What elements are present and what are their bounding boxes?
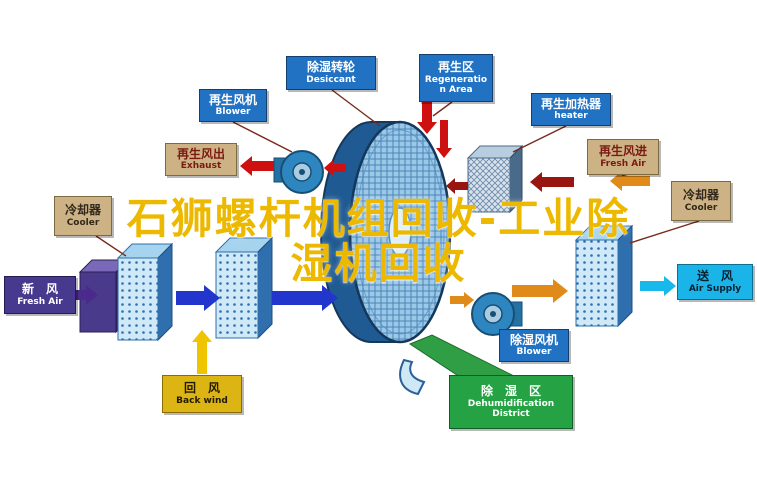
label-dehumid-district-en: Dehumidification District <box>467 398 555 419</box>
desiccant-wheel <box>320 120 452 344</box>
label-dehumid-district: 除 湿 区 Dehumidification District <box>449 375 573 429</box>
label-back-wind: 回 风 Back wind <box>162 375 242 413</box>
label-regen-fresh-air-en: Fresh Air <box>600 158 646 169</box>
label-exhaust-zh: 再生风出 <box>176 146 225 161</box>
process-air-arrow-1 <box>176 285 220 311</box>
heater-to-wheel-arrow <box>446 178 468 194</box>
wheel-hub <box>388 207 412 257</box>
label-air-supply-zh: 送 风 <box>696 269 733 284</box>
label-exhaust-en: Exhaust <box>180 161 222 172</box>
dehumid-blower-fan <box>471 292 523 336</box>
label-desiccant-zh: 除湿转轮 <box>306 60 355 75</box>
label-desiccant: 除湿转轮 Desiccant <box>286 56 376 90</box>
label-air-supply: 送 风 Air Supply <box>677 264 753 300</box>
dry-air-arrow-small <box>450 292 474 308</box>
label-cooler-right: 冷却器 Cooler <box>671 181 731 221</box>
regen-blower-fan <box>273 150 324 194</box>
label-regen-blower-zh: 再生风机 <box>208 92 257 107</box>
label-dehumid-blower: 除湿风机 Blower <box>499 329 569 362</box>
label-back-wind-en: Back wind <box>176 395 228 406</box>
label-regeneration-area: 再生区 Regeneration Area <box>419 54 493 102</box>
label-back-wind-zh: 回 风 <box>183 381 220 396</box>
label-cooler-left: 冷却器 Cooler <box>54 196 112 236</box>
label-regeneration-area-en: Regeneration Area <box>424 74 488 95</box>
label-cooler-right-en: Cooler <box>684 202 718 213</box>
wheel-to-fan-arrow <box>324 160 346 176</box>
supply-air-arrow <box>512 279 568 303</box>
label-fresh-air: 新 风 Fresh Air <box>4 276 76 314</box>
label-dehumid-district-zh: 除 湿 区 <box>480 384 541 399</box>
process-air-arrow-2 <box>272 285 338 311</box>
label-dehumid-blower-zh: 除湿风机 <box>509 332 558 347</box>
leader-lines <box>95 89 700 346</box>
label-regen-blower-en: Blower <box>215 107 251 118</box>
label-regen-fresh-air: 再生风进 Fresh Air <box>587 139 659 175</box>
label-regen-fresh-air-zh: 再生风进 <box>598 144 647 159</box>
regen-down-arrow-2 <box>436 120 452 158</box>
regen-heater-box <box>466 144 524 214</box>
air-supply-out-arrow <box>640 276 676 296</box>
label-regeneration-area-zh: 再生区 <box>437 60 474 75</box>
label-cooler-left-zh: 冷却器 <box>64 203 101 218</box>
label-regen-heater-zh: 再生加热器 <box>540 96 601 111</box>
label-air-supply-en: Air Supply <box>688 283 742 294</box>
mixing-coil <box>214 236 274 340</box>
label-regen-heater: 再生加热器 heater <box>531 93 611 126</box>
label-fresh-air-en: Fresh Air <box>17 296 63 307</box>
return-air-arrow <box>192 330 212 374</box>
label-exhaust: 再生风出 Exhaust <box>165 143 237 176</box>
label-cooler-right-zh: 冷却器 <box>682 188 719 203</box>
after-cooler-coil <box>574 224 634 328</box>
label-desiccant-en: Desiccant <box>306 74 356 85</box>
exhaust-arrow <box>240 156 274 176</box>
label-cooler-left-en: Cooler <box>66 217 100 228</box>
wheel-segment <box>399 358 426 396</box>
regen-intake-arrow <box>610 171 650 191</box>
label-regen-heater-en: heater <box>554 111 588 122</box>
cooler-coil-left <box>116 242 174 342</box>
label-regen-blower: 再生风机 Blower <box>199 89 267 122</box>
into-heater-arrow <box>530 172 574 192</box>
label-dehumid-blower-en: Blower <box>516 347 552 358</box>
label-fresh-air-zh: 新 风 <box>21 282 58 297</box>
